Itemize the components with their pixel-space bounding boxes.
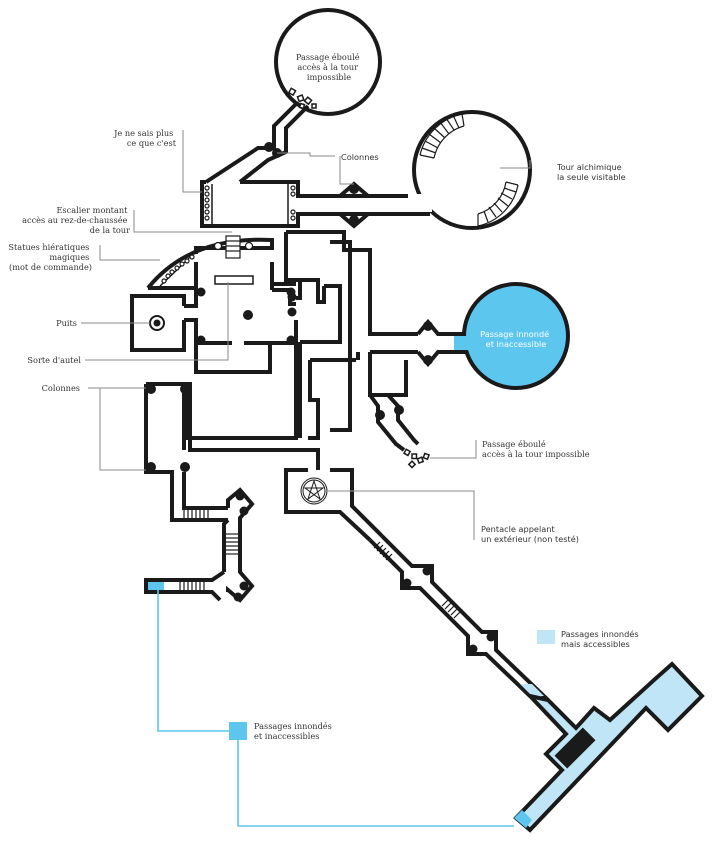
- alchemic-tower: [408, 110, 532, 230]
- label-top-tower: Passage éboulé accès à la tour impossibl…: [296, 52, 362, 82]
- legend-swatch-inaccessible: [229, 722, 247, 740]
- label-collapsed-right: Passage éboulé accès à la tour impossibl…: [482, 439, 590, 459]
- sarcophagus-block: [554, 727, 596, 769]
- flooded-segment: [514, 810, 532, 828]
- legend-inaccessible-label: Passages innondés et inaccessibles: [254, 721, 334, 741]
- column-pillar: [423, 321, 433, 331]
- unknown-room: [200, 180, 420, 228]
- label-well: Puits: [56, 318, 77, 328]
- column-pillar: [423, 355, 433, 365]
- statue-hall: [146, 235, 274, 290]
- label-unknown: Je ne sais plus ce que c'est: [113, 128, 177, 148]
- label-alchemic-tower: Tour alchimique la seule visitable: [556, 162, 626, 182]
- altar-chamber: [184, 275, 298, 440]
- well-icon: [149, 315, 165, 331]
- column-pillar: [349, 184, 359, 194]
- stairs-up-icon: [225, 235, 241, 259]
- diagonal-corridor: [368, 534, 550, 702]
- collapsed-tower-top: [274, 8, 382, 116]
- flooded-tower: [454, 282, 570, 390]
- flooded-complex: [513, 661, 705, 833]
- flooded-segment: [148, 582, 164, 590]
- pentacle-room: [284, 468, 384, 542]
- label-flooded-tower: Passage innondé et inaccessible: [480, 329, 552, 349]
- altar-pillar: [243, 310, 253, 320]
- label-stair-up: Escalier montant accès au rez-de-chaussé…: [22, 205, 130, 235]
- column-pillar: [264, 142, 274, 152]
- stair-sequence: [144, 487, 255, 603]
- column-pillar: [349, 215, 359, 225]
- label-statues: Statues hiératiques magiques (mot de com…: [8, 242, 92, 272]
- legend-swatch-accessible: [537, 630, 555, 644]
- legend-accessible-label: Passages innondés mais accessibles: [561, 629, 641, 649]
- rubble-icon: [287, 87, 317, 110]
- label-altar: Sorte d'autel: [27, 355, 81, 365]
- column-hall-left: [144, 382, 320, 522]
- pentacle-icon: [300, 477, 328, 505]
- label-columns-top: Colonnes: [341, 152, 379, 162]
- label-pentacle: Pentacle appelant un extérieur (non test…: [481, 524, 579, 544]
- label-columns-left: Colonnes: [42, 383, 80, 393]
- rubble-icon: [402, 448, 430, 469]
- collapsed-passage-right: [368, 393, 430, 469]
- leader-lines: [81, 130, 531, 827]
- spiral-stairs-icon: [419, 113, 519, 227]
